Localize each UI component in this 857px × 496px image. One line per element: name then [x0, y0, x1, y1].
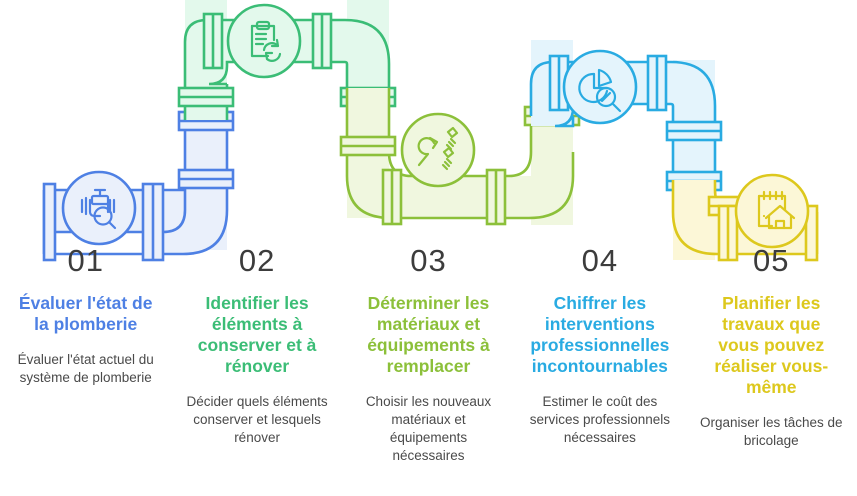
step-icon-circle-02	[226, 3, 302, 79]
pipe-segment-03	[339, 88, 581, 226]
step-number-04: 04	[581, 243, 619, 278]
step-description-02: Décider quels éléments conserver et lesq…	[186, 394, 328, 445]
steps-text-row: 01 Évaluer l'état de la plomberie Évalue…	[0, 243, 857, 496]
step-title-04: Chiffrer les interventions professionnel…	[530, 293, 670, 376]
step-title-05: Planifier les travaux que vous pouvez ré…	[714, 293, 829, 397]
pipe-coupling	[177, 86, 235, 108]
step-description-01: Évaluer l'état actuel du système de plom…	[17, 352, 154, 385]
pipe-coupling	[339, 135, 397, 157]
pipe-coupling	[177, 168, 235, 190]
pipe-coupling	[202, 12, 224, 70]
clipboard-refresh-icon	[250, 20, 282, 62]
step-icon-circle-03	[400, 112, 476, 188]
pipe-valve-magnifier-icon	[80, 188, 117, 230]
pipe-segment-01	[42, 110, 235, 262]
pipe-coupling	[485, 168, 507, 226]
step-title-03: Déterminer les matériaux et équipements …	[367, 293, 490, 376]
step-column-04: 04 Chiffrer les interventions profession…	[514, 243, 685, 447]
step-column-03: 03 Déterminer les matériaux et équipemen…	[343, 243, 514, 465]
pipe-coupling	[665, 120, 723, 142]
pipe-coupling	[717, 204, 739, 262]
step-column-05: 05 Planifier les travaux que vous pouvez…	[686, 243, 857, 450]
step-number-03: 03	[410, 243, 447, 278]
step-description-03: Choisir les nouveaux matériaux et équipe…	[365, 394, 492, 463]
step-number-01: 01	[67, 243, 104, 278]
pie-chart-magnifier-icon	[578, 68, 622, 113]
pipe-coupling	[311, 12, 333, 70]
pipe-end-flange-left	[42, 182, 57, 262]
step-column-01: 01 Évaluer l'état de la plomberie Évalue…	[0, 243, 171, 387]
notepad-house-icon	[757, 190, 796, 230]
step-number-05: 05	[753, 243, 790, 278]
step-column-02: 02 Identifier les éléments à conserver e…	[171, 243, 342, 447]
pipe-end-flange-right	[804, 204, 819, 262]
step-number-02: 02	[238, 243, 276, 278]
step-description-05: Organiser les tâches de bricolage	[699, 415, 843, 448]
step-icon-circle-05	[734, 173, 810, 249]
pipe-segment-04	[529, 40, 723, 192]
pipe-segment-05	[671, 173, 819, 262]
step-title-01: Évaluer l'état de la plomberie	[18, 293, 153, 334]
step-description-04: Estimer le coût des services professionn…	[529, 394, 671, 445]
step-title-02: Identifier les éléments à conserver et à…	[197, 293, 317, 376]
pipe-coupling	[646, 54, 668, 112]
wrench-bolts-icon	[417, 126, 459, 171]
pipe-coupling	[141, 182, 165, 262]
pipe-coupling	[381, 168, 403, 226]
